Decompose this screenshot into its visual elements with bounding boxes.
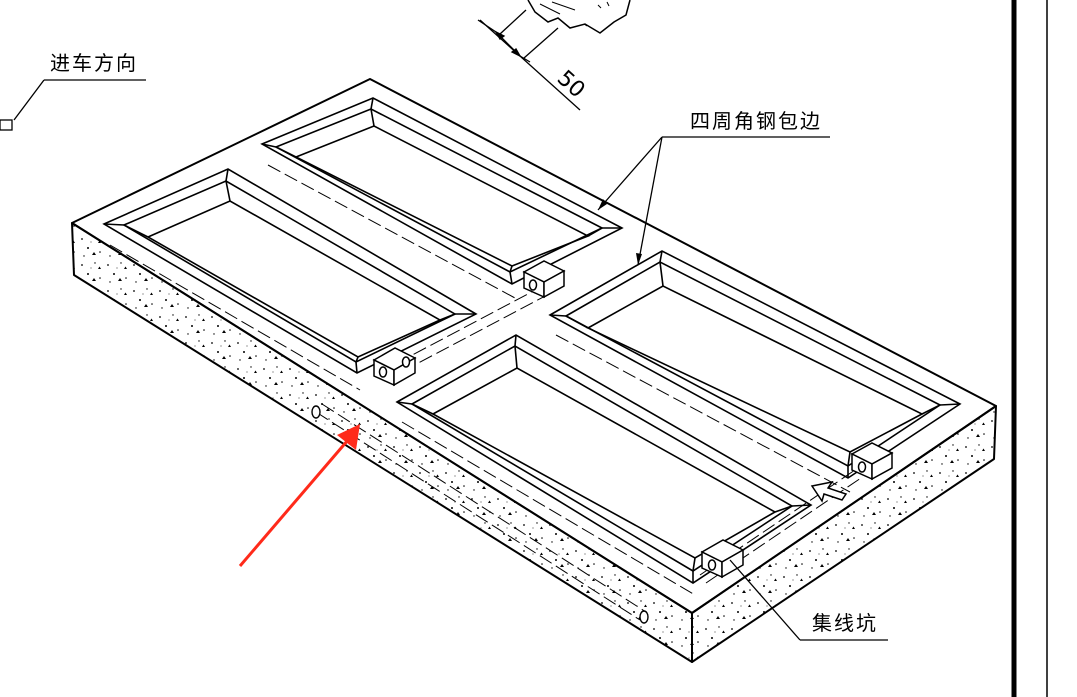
concrete-slab bbox=[71, 78, 997, 663]
pit-bottom-right bbox=[548, 250, 962, 479]
pit-top-right bbox=[260, 97, 624, 285]
angle-steel-label: 四周角钢包边 bbox=[690, 109, 822, 133]
pit-top-left bbox=[102, 168, 478, 374]
direction-arrow-icon bbox=[810, 480, 848, 503]
pit-bottom-left bbox=[395, 334, 813, 584]
frame-border bbox=[1011, 0, 1048, 697]
collection-pit-3 bbox=[700, 539, 745, 579]
angle-steel-arrowheads bbox=[598, 199, 642, 265]
dimension-label: 50 bbox=[552, 66, 590, 103]
conduit-pipe-ends bbox=[311, 405, 649, 624]
entry-direction-leader bbox=[0, 79, 146, 131]
slab-side-face bbox=[691, 405, 997, 663]
collection-pit-4 bbox=[850, 442, 894, 481]
angle-steel-leader bbox=[597, 136, 830, 266]
entry-direction-label: 进车方向 bbox=[50, 51, 138, 75]
red-pointer-arrow bbox=[238, 424, 360, 567]
dimension-50 bbox=[477, 9, 581, 111]
collection-pit-2 bbox=[522, 260, 566, 299]
collection-pit-label: 集线坑 bbox=[812, 611, 878, 635]
collection-pit-leader bbox=[729, 559, 888, 641]
section-detail-fragment bbox=[527, 0, 631, 34]
collection-pit-1 bbox=[372, 347, 417, 387]
collection-pit-boxes bbox=[372, 260, 894, 579]
